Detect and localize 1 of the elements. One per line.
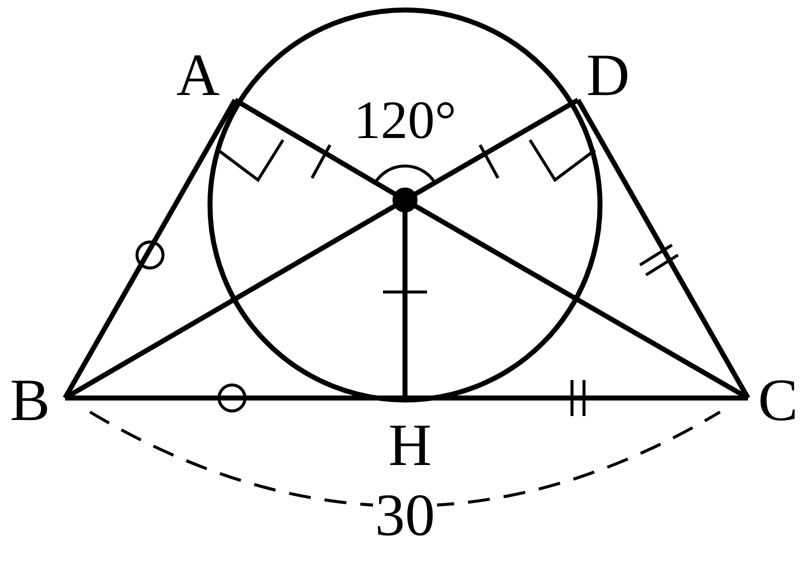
point-label: 120°: [352, 93, 458, 147]
